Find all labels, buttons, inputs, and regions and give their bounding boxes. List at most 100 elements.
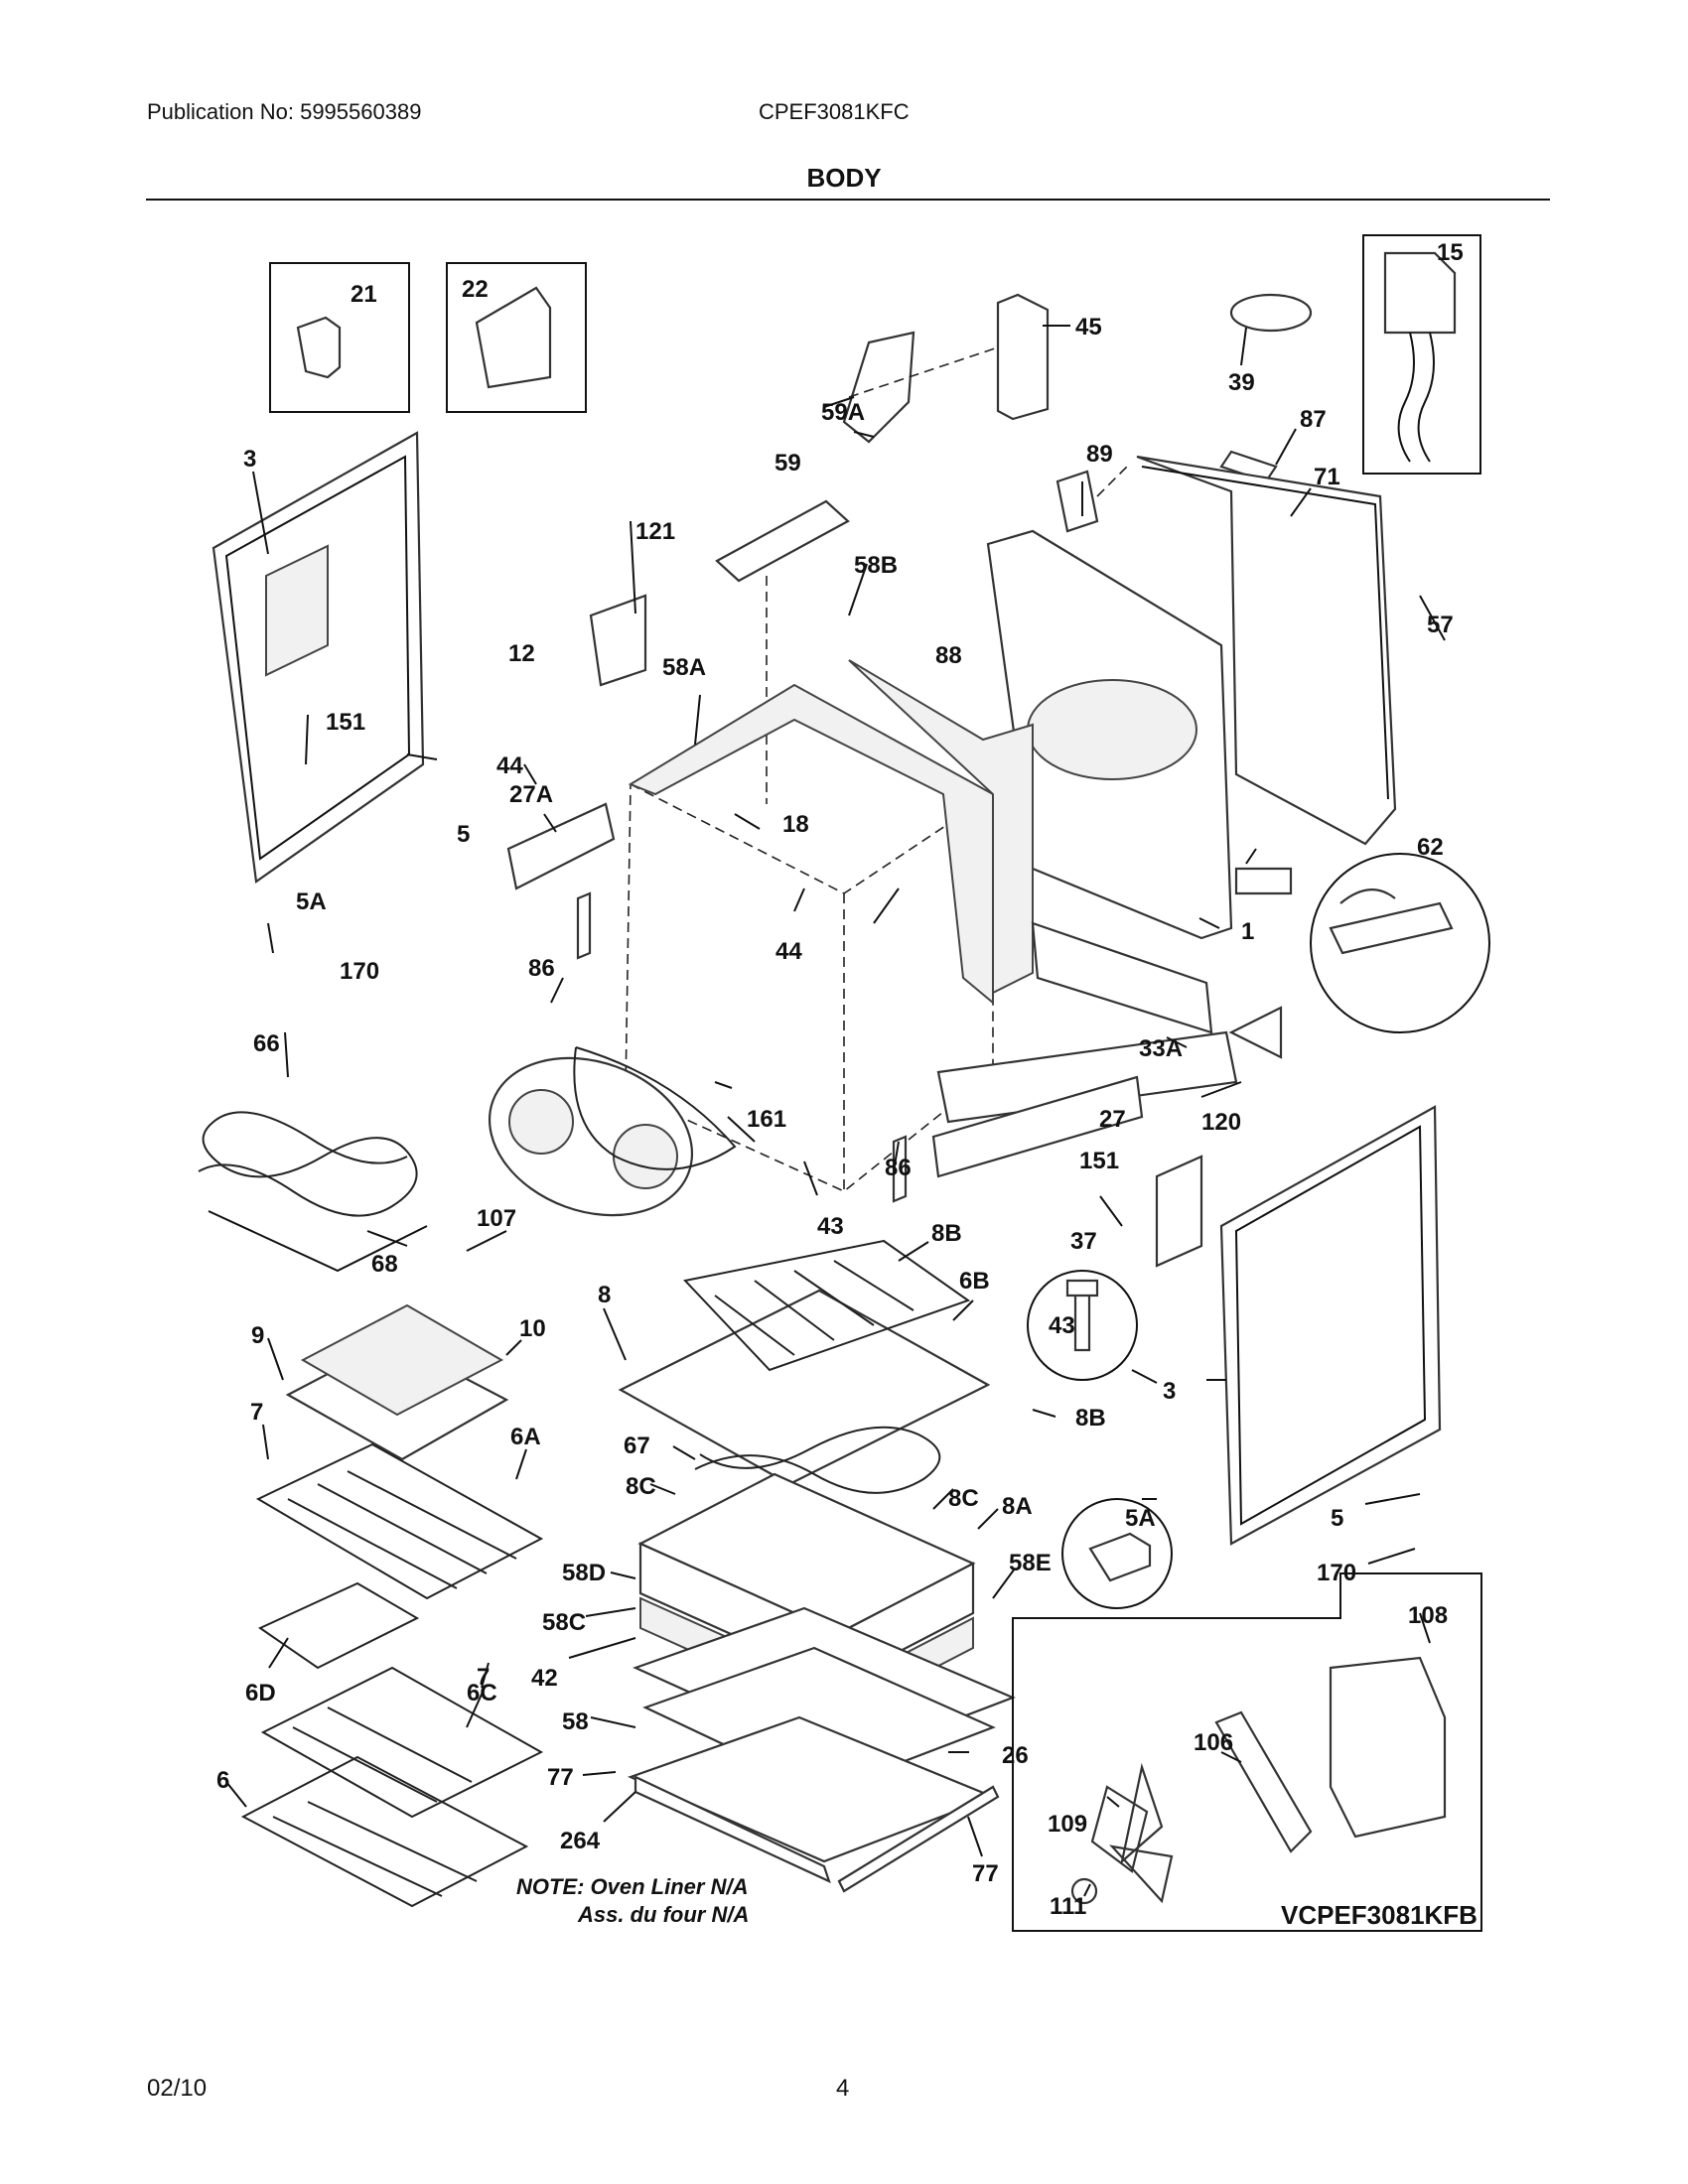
bake-element [694, 1426, 941, 1494]
storage-drawer [628, 1472, 1016, 1863]
callout: 27A [509, 781, 553, 808]
callout: 62 [1417, 834, 1444, 861]
callout: 26 [1002, 1742, 1029, 1769]
callout: 77 [972, 1860, 999, 1887]
callout: 86 [885, 1155, 912, 1181]
callout: 106 [1194, 1729, 1233, 1756]
header-rule [146, 199, 1550, 201]
convection-fan-housing [488, 1046, 737, 1217]
rack-6A [255, 1442, 544, 1600]
callout: 59 [774, 450, 801, 477]
callout: 6 [216, 1767, 229, 1794]
callout: 9 [251, 1322, 264, 1349]
callout: 39 [1228, 369, 1255, 396]
callout: 264 [560, 1828, 601, 1854]
callout: 3 [1163, 1378, 1176, 1405]
callout: 58A [662, 654, 706, 681]
callout: 1 [1241, 918, 1254, 945]
side-brackets [506, 802, 1283, 1203]
callout: 15 [1437, 239, 1464, 266]
inset-box-15 [1362, 234, 1481, 475]
inset-box-21 [269, 262, 410, 413]
callout: 8B [1075, 1405, 1106, 1432]
callout: 170 [340, 958, 379, 985]
broil-element [198, 1111, 428, 1273]
callout: 33A [1139, 1035, 1183, 1062]
model-number: CPEF3081KFC [759, 99, 910, 124]
left-side-panel [211, 431, 425, 884]
callout: 8B [931, 1220, 962, 1247]
callout: 6C [467, 1680, 497, 1706]
callout: 57 [1427, 612, 1454, 638]
leader-lines [225, 325, 1446, 1897]
callout: 58B [854, 552, 898, 579]
inset-circle-43 [1027, 1270, 1138, 1381]
callout: 121 [635, 518, 675, 545]
callout: 108 [1408, 1602, 1448, 1629]
callout: 58C [542, 1609, 586, 1636]
callout: 86 [528, 955, 555, 982]
bottom-rails [633, 1775, 1000, 1893]
callout: 18 [782, 811, 809, 838]
callout: 5A [1125, 1505, 1156, 1532]
rear-panel-71 [1136, 455, 1397, 846]
callout: 6B [959, 1268, 990, 1295]
callout: 8C [948, 1485, 979, 1512]
callout: 8C [626, 1473, 656, 1500]
callout: 58E [1009, 1550, 1052, 1576]
section-title: BODY [806, 163, 882, 193]
callout: 5 [457, 821, 470, 848]
oven-liner-note-fr: Ass. du four N/A [577, 1902, 749, 1927]
callout: 43 [1049, 1312, 1075, 1339]
rack-6B [618, 1239, 991, 1486]
callout: 170 [1317, 1560, 1356, 1586]
callout: 7 [250, 1399, 263, 1426]
callout: 59A [821, 399, 865, 426]
callout: 27 [1099, 1106, 1126, 1133]
callout: 71 [1314, 464, 1340, 490]
callout: 107 [477, 1205, 516, 1232]
oven-cavity [625, 659, 1034, 1192]
callout: 151 [1079, 1148, 1119, 1174]
callout: 10 [519, 1315, 546, 1342]
callout: 68 [371, 1251, 398, 1278]
callout: 58 [562, 1708, 589, 1735]
callout: 58D [562, 1560, 606, 1586]
callout: 6D [245, 1680, 276, 1706]
callout: 89 [1086, 441, 1113, 468]
callout: 42 [531, 1665, 558, 1692]
callout: 6A [510, 1424, 541, 1450]
callout: 77 [547, 1764, 574, 1791]
inset-circle-62 [1310, 853, 1490, 1033]
oven-liner-note: NOTE: Oven Liner N/A [516, 1874, 748, 1899]
inset-model-code: VCPEF3081KFB [1281, 1900, 1477, 1930]
right-side-panel [1155, 1105, 1442, 1546]
callout: 43 [817, 1213, 844, 1240]
publication-number: Publication No: 5995560389 [147, 99, 422, 124]
callout: 5 [1331, 1505, 1343, 1532]
callout: 37 [1070, 1228, 1097, 1255]
callout: 67 [624, 1433, 650, 1459]
callout: 87 [1300, 406, 1327, 433]
callout: 109 [1048, 1811, 1087, 1838]
broiler-pan [285, 1303, 509, 1461]
callout: 22 [462, 276, 489, 303]
callout: 3 [243, 446, 256, 473]
callout: 45 [1075, 314, 1102, 341]
callout: 8 [598, 1282, 611, 1308]
callout: 21 [351, 281, 377, 308]
inset-circle-5A [1061, 1498, 1173, 1609]
callout: 8A [1002, 1493, 1033, 1520]
inset-box-22 [446, 262, 587, 413]
callout: 7 [477, 1664, 490, 1691]
top-small-parts [589, 293, 1313, 804]
callout: 44 [496, 752, 523, 779]
callout: 12 [508, 640, 535, 667]
page-number: 4 [836, 2075, 850, 2102]
callout: 161 [747, 1106, 786, 1133]
racks-lower [240, 1581, 544, 1908]
callout: 111 [1050, 1893, 1086, 1920]
callout: 120 [1201, 1109, 1241, 1136]
callout: 151 [326, 709, 365, 736]
